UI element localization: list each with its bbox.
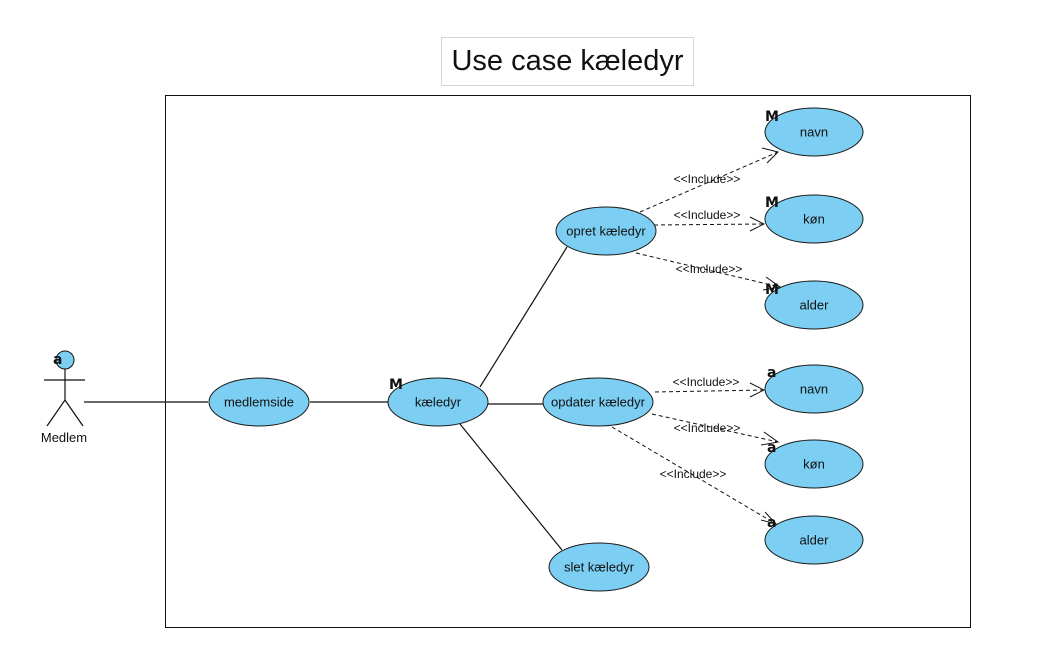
use-case-opret-kon[interactable]: køn M xyxy=(764,194,864,244)
system-boundary xyxy=(165,95,971,628)
assoc-kaeledyr-opret xyxy=(479,246,568,388)
actor-left-leg xyxy=(46,399,66,427)
use-case-label: medlemside xyxy=(224,394,294,409)
use-case-opdater-navn[interactable]: navn a xyxy=(764,364,864,414)
include-opdater-navn: <<Include>> xyxy=(654,375,766,398)
use-case-opret-kaeledyr[interactable]: opret kæledyr xyxy=(555,206,657,256)
include-opdater-alder: <<Include>> xyxy=(611,426,778,525)
use-case-slet-kaeledyr[interactable]: slet kæledyr xyxy=(548,542,650,592)
a-marker: a xyxy=(767,365,776,381)
use-case-kaeledyr[interactable]: kæledyr M xyxy=(387,377,489,427)
include-label: <<Include>> xyxy=(660,467,727,481)
use-case-opret-alder[interactable]: alder M xyxy=(764,280,864,330)
include-label: <<Include>> xyxy=(674,421,741,435)
m-marker: M xyxy=(765,282,779,298)
use-case-opret-navn[interactable]: navn M xyxy=(764,107,864,157)
include-label: <<Include>> xyxy=(674,172,741,186)
m-marker: M xyxy=(389,377,403,393)
a-marker: a xyxy=(767,515,776,531)
include-opret-navn: <<Include>> xyxy=(639,147,779,213)
use-case-label: slet kæledyr xyxy=(564,559,635,574)
actor-medlem[interactable]: a Medlem xyxy=(41,350,87,445)
use-case-opdater-alder[interactable]: alder a xyxy=(764,515,864,565)
diagram-title: Use case kæledyr xyxy=(441,37,694,86)
include-opret-alder: <<Include>> xyxy=(635,252,782,291)
include-label: <<Include>> xyxy=(674,208,741,222)
actor-right-leg xyxy=(64,399,84,427)
use-case-opdater-kaeledyr[interactable]: opdater kæledyr xyxy=(542,377,654,427)
include-label: <<Include>> xyxy=(673,375,740,389)
use-case-label: kæledyr xyxy=(415,394,462,409)
use-case-label: opdater kæledyr xyxy=(551,394,646,409)
use-case-label: navn xyxy=(800,124,828,139)
use-case-opdater-kon[interactable]: køn a xyxy=(764,439,864,489)
use-case-label: alder xyxy=(800,297,830,312)
m-marker: M xyxy=(765,109,779,125)
assoc-kaeledyr-slet xyxy=(459,423,563,551)
actor-marker: a xyxy=(53,352,62,368)
actor-label: Medlem xyxy=(41,430,87,445)
include-label: <<Include>> xyxy=(676,262,743,276)
use-case-medlemside[interactable]: medlemside xyxy=(208,377,310,427)
use-case-label: køn xyxy=(803,211,825,226)
use-case-label: alder xyxy=(800,532,830,547)
use-case-label: navn xyxy=(800,381,828,396)
a-marker: a xyxy=(767,440,776,456)
use-case-label: køn xyxy=(803,456,825,471)
include-opret-kon: <<Include>> xyxy=(653,208,766,232)
include-opdater-kon: <<Include>> xyxy=(651,413,780,446)
use-case-label: opret kæledyr xyxy=(566,223,646,238)
m-marker: M xyxy=(765,195,779,211)
